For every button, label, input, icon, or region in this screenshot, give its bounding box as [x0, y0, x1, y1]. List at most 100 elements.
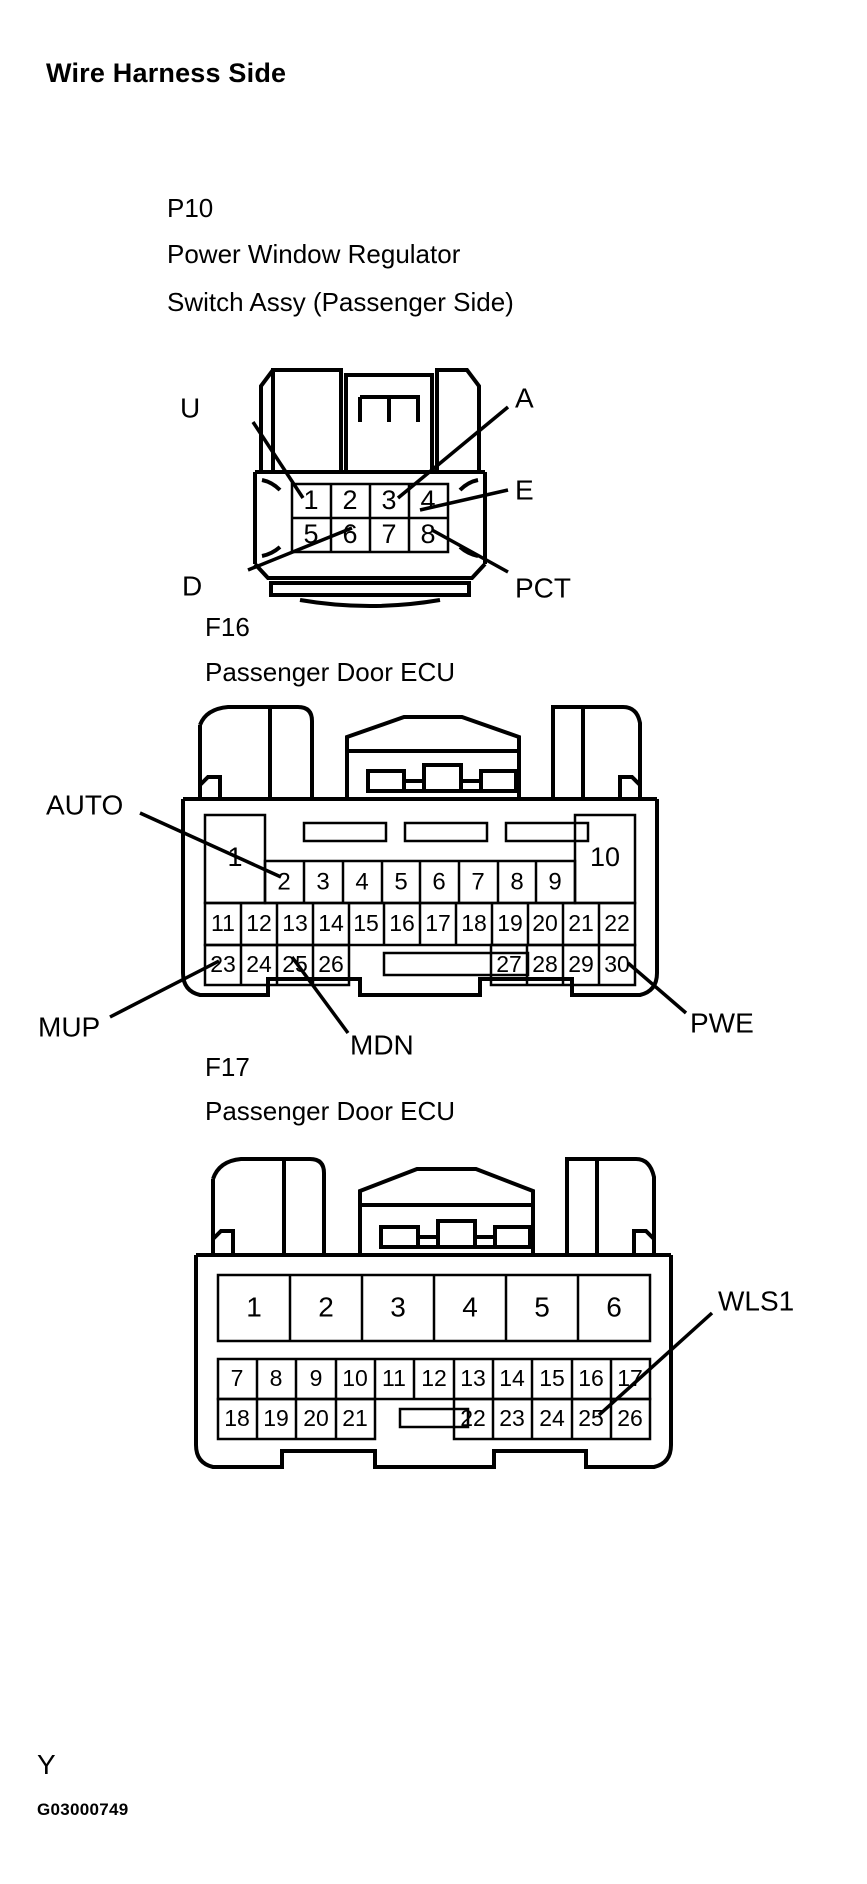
f16-leader-auto [139, 811, 282, 879]
f16-pin-15: 15 [353, 910, 379, 936]
f17-pin-2: 2 [318, 1291, 334, 1322]
f16-pin-3: 3 [316, 868, 329, 895]
p10-left-chamfer [259, 368, 275, 472]
f17-pin-24: 24 [539, 1405, 565, 1431]
f16-lock-slot-center [422, 763, 463, 793]
f16-center-lock [345, 715, 521, 801]
f16-left-notch [198, 775, 222, 799]
f17-pin-20: 20 [303, 1405, 329, 1431]
f17-pin-13: 13 [460, 1365, 486, 1391]
p10-right-tab [435, 368, 481, 474]
f17-row-2 [216, 1357, 652, 1401]
p10-corner-tl [261, 478, 282, 492]
f16-pin-29: 29 [568, 951, 594, 977]
f16-pin-14: 14 [318, 910, 344, 936]
p10-callout-a: A [515, 382, 534, 413]
f17-pin-19: 19 [263, 1405, 289, 1431]
f17-callout-wls1: WLS1 [718, 1285, 794, 1316]
f16-left-shoulder [198, 705, 314, 799]
f17-pin-11: 11 [382, 1365, 406, 1391]
f17-pin-4: 4 [462, 1291, 478, 1322]
f16-pin-5: 5 [394, 868, 407, 895]
p10-leader-a [396, 405, 510, 500]
f16-slot-b [403, 821, 489, 843]
p10-pin-8: 8 [420, 519, 435, 549]
p10-leader-pct [431, 528, 509, 574]
connector-drawing-p10: 1 2 3 4 5 6 7 8 U A E D PCT [180, 368, 571, 608]
connector-name-f16: Passenger Door ECU [205, 657, 455, 687]
f17-lock-slot-left [379, 1225, 420, 1249]
p10-left-tab [271, 368, 343, 474]
f16-pin-12: 12 [246, 910, 272, 936]
f17-pin-25: 25 [578, 1405, 604, 1431]
f16-leader-pwe [626, 961, 688, 1015]
p10-callout-pct: PCT [515, 572, 571, 603]
f16-right-shoulder [551, 705, 642, 801]
f16-callout-mup: MUP [38, 1011, 100, 1042]
p10-callout-u: U [180, 392, 200, 423]
f16-pin-19: 19 [497, 910, 523, 936]
f17-left-shoulder [211, 1157, 326, 1255]
f17-pin-1: 1 [246, 1291, 262, 1322]
f16-pin-26: 26 [318, 951, 344, 977]
f17-pin-7: 7 [231, 1365, 244, 1391]
f16-pin-28: 28 [532, 951, 558, 977]
f16-pin-8: 8 [510, 868, 523, 895]
f17-lock-step-left [418, 1235, 440, 1249]
connector-drawing-f17: 1 2 3 4 5 6 7 8 9 10 11 12 13 14 15 16 1… [194, 1157, 794, 1469]
f17-pin-12: 12 [421, 1365, 447, 1391]
f16-pin-24: 24 [246, 951, 272, 977]
f17-pin-22: 22 [460, 1405, 486, 1431]
f16-leader-mdn [290, 955, 350, 1035]
connector-name-p10-line1: Power Window Regulator [167, 239, 461, 269]
f17-lock-step-right [475, 1235, 497, 1249]
p10-body-bottom [253, 562, 487, 580]
f17-pin-14: 14 [499, 1365, 525, 1391]
f17-pin-15: 15 [539, 1365, 565, 1391]
f17-pin-9: 9 [310, 1365, 323, 1391]
f16-right-notch [618, 775, 642, 799]
connector-name-p10-line2: Switch Assy (Passenger Side) [167, 287, 514, 317]
f16-pin-10: 10 [590, 842, 620, 872]
f17-row-3-bar [398, 1407, 470, 1429]
sheet-label: Y [37, 1749, 56, 1780]
f16-pin-27: 27 [496, 951, 522, 977]
f17-lock-slot-center [436, 1219, 477, 1249]
f16-pin-4: 4 [355, 868, 368, 895]
p10-pin-6: 6 [342, 519, 357, 549]
p10-base-rail [269, 581, 471, 597]
f17-pin-23: 23 [499, 1405, 525, 1431]
f17-pin-18: 18 [224, 1405, 250, 1431]
p10-lock-detail [358, 395, 420, 422]
f17-lock-slot-right [493, 1225, 532, 1249]
f16-pin-9: 9 [548, 868, 561, 895]
p10-pin-3: 3 [381, 485, 396, 515]
f16-callout-auto: AUTO [46, 789, 123, 820]
p10-leader-d [247, 526, 353, 572]
f16-pin-2: 2 [277, 868, 290, 895]
p10-pin-2: 2 [342, 485, 357, 515]
f16-pin-11: 11 [211, 910, 235, 936]
f16-pin-17: 17 [425, 910, 451, 936]
f16-lock-slot-right [479, 769, 518, 793]
p10-base-curve [299, 598, 441, 608]
f17-leader-wls1 [597, 1311, 714, 1417]
f16-body-bottom [181, 972, 659, 997]
f17-row-3-right [452, 1397, 652, 1441]
f16-slot-a [302, 821, 388, 843]
f16-slot-c [504, 821, 590, 843]
p10-leader-e [419, 488, 509, 512]
f16-pin-13: 13 [282, 910, 308, 936]
f17-pin-26: 26 [617, 1405, 643, 1431]
connector-id-f16: F16 [205, 612, 250, 642]
f16-pin-6: 6 [432, 868, 445, 895]
p10-callout-d: D [182, 570, 202, 601]
connector-id-f17: F17 [205, 1052, 250, 1082]
f16-pin-21: 21 [568, 910, 594, 936]
f16-lock-slot-left [366, 769, 406, 793]
connector-name-f17: Passenger Door ECU [205, 1096, 455, 1126]
f16-leader-mup [109, 959, 220, 1019]
f16-lock-step-right [461, 779, 483, 793]
f17-pin-6: 6 [606, 1291, 622, 1322]
page-title: Wire Harness Side [46, 58, 287, 88]
